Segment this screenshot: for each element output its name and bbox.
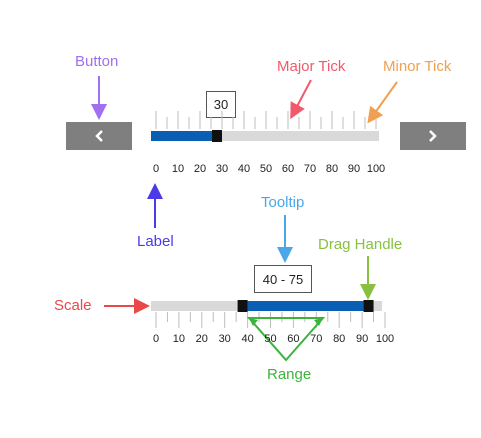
tick-label: 20 <box>193 163 207 175</box>
callout-label: Label <box>137 233 174 250</box>
tick-label: 60 <box>287 333 300 345</box>
callout-button: Button <box>75 53 119 70</box>
decrease-button[interactable] <box>66 122 132 150</box>
tick-label: 60 <box>281 163 295 175</box>
callout-major-tick: Major Tick <box>277 58 346 75</box>
chevron-right-icon <box>429 130 437 142</box>
callout-drag-handle: Drag Handle <box>318 236 403 253</box>
tick-label: 10 <box>172 333 186 345</box>
slider2-end-handle[interactable] <box>363 300 374 312</box>
slider2-ticks <box>155 312 386 328</box>
slider1-track[interactable] <box>151 131 379 141</box>
tick-label: 20 <box>195 333 208 345</box>
callout-scale: Scale <box>54 297 92 314</box>
tick-label: 90 <box>347 163 361 175</box>
arrow-minor-tick <box>367 81 398 124</box>
tick-label: 0 <box>152 163 160 175</box>
slider1-drag-handle[interactable] <box>212 130 222 142</box>
tick-label: 0 <box>152 333 160 345</box>
tick-label: 50 <box>259 163 273 175</box>
tick-label: 50 <box>264 333 277 345</box>
increase-button[interactable] <box>400 122 466 150</box>
tick-label: 80 <box>325 163 339 175</box>
callout-tooltip: Tooltip <box>261 194 305 211</box>
tick-label: 30 <box>215 163 229 175</box>
slider2-selection <box>247 301 364 311</box>
slider1-ticks <box>155 111 377 129</box>
callout-range: Range <box>267 366 312 383</box>
tick-label: 100 <box>366 163 386 175</box>
tick-label: 40 <box>241 333 254 345</box>
chevron-left-icon <box>95 130 103 142</box>
tick-label: 80 <box>333 333 346 345</box>
tick-label: 100 <box>375 333 395 345</box>
tick-label: 90 <box>355 333 369 345</box>
tick-label: 40 <box>237 163 251 175</box>
slider1-fill <box>151 131 222 141</box>
slider-tooltip: 30 <box>206 91 236 118</box>
arrow-major-tick <box>290 79 312 120</box>
tick-label: 70 <box>303 163 317 175</box>
tick-label: 30 <box>218 333 231 345</box>
slider2-start-handle[interactable] <box>237 300 248 312</box>
tick-label: 10 <box>171 163 185 175</box>
range-bracket <box>246 317 326 362</box>
callout-minor-tick: Minor Tick <box>383 58 452 75</box>
range-tooltip: 40 - 75 <box>254 265 312 293</box>
tick-label: 70 <box>310 333 323 345</box>
